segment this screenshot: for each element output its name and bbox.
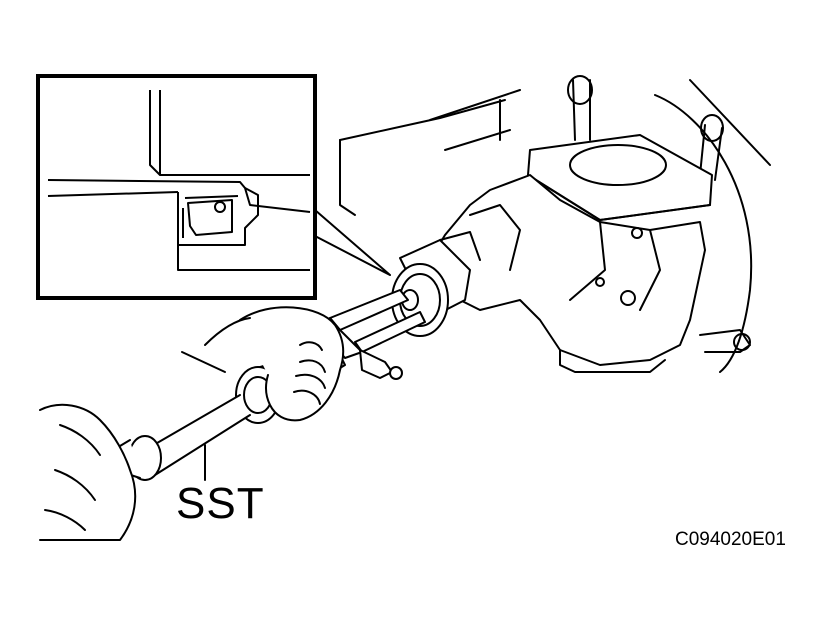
callout-pointer [314,209,391,276]
figure-code: C094020E01 [675,529,786,550]
backing-plate [654,94,753,373]
lug-studs [567,75,724,181]
right-hand [181,306,345,422]
chassis-outline [339,89,521,216]
detail-inset [36,74,317,300]
left-arm-sleeve [39,403,137,541]
spring-arm [689,79,771,166]
sst-label: SST [176,479,265,528]
axle-carrier-housing [429,134,751,373]
